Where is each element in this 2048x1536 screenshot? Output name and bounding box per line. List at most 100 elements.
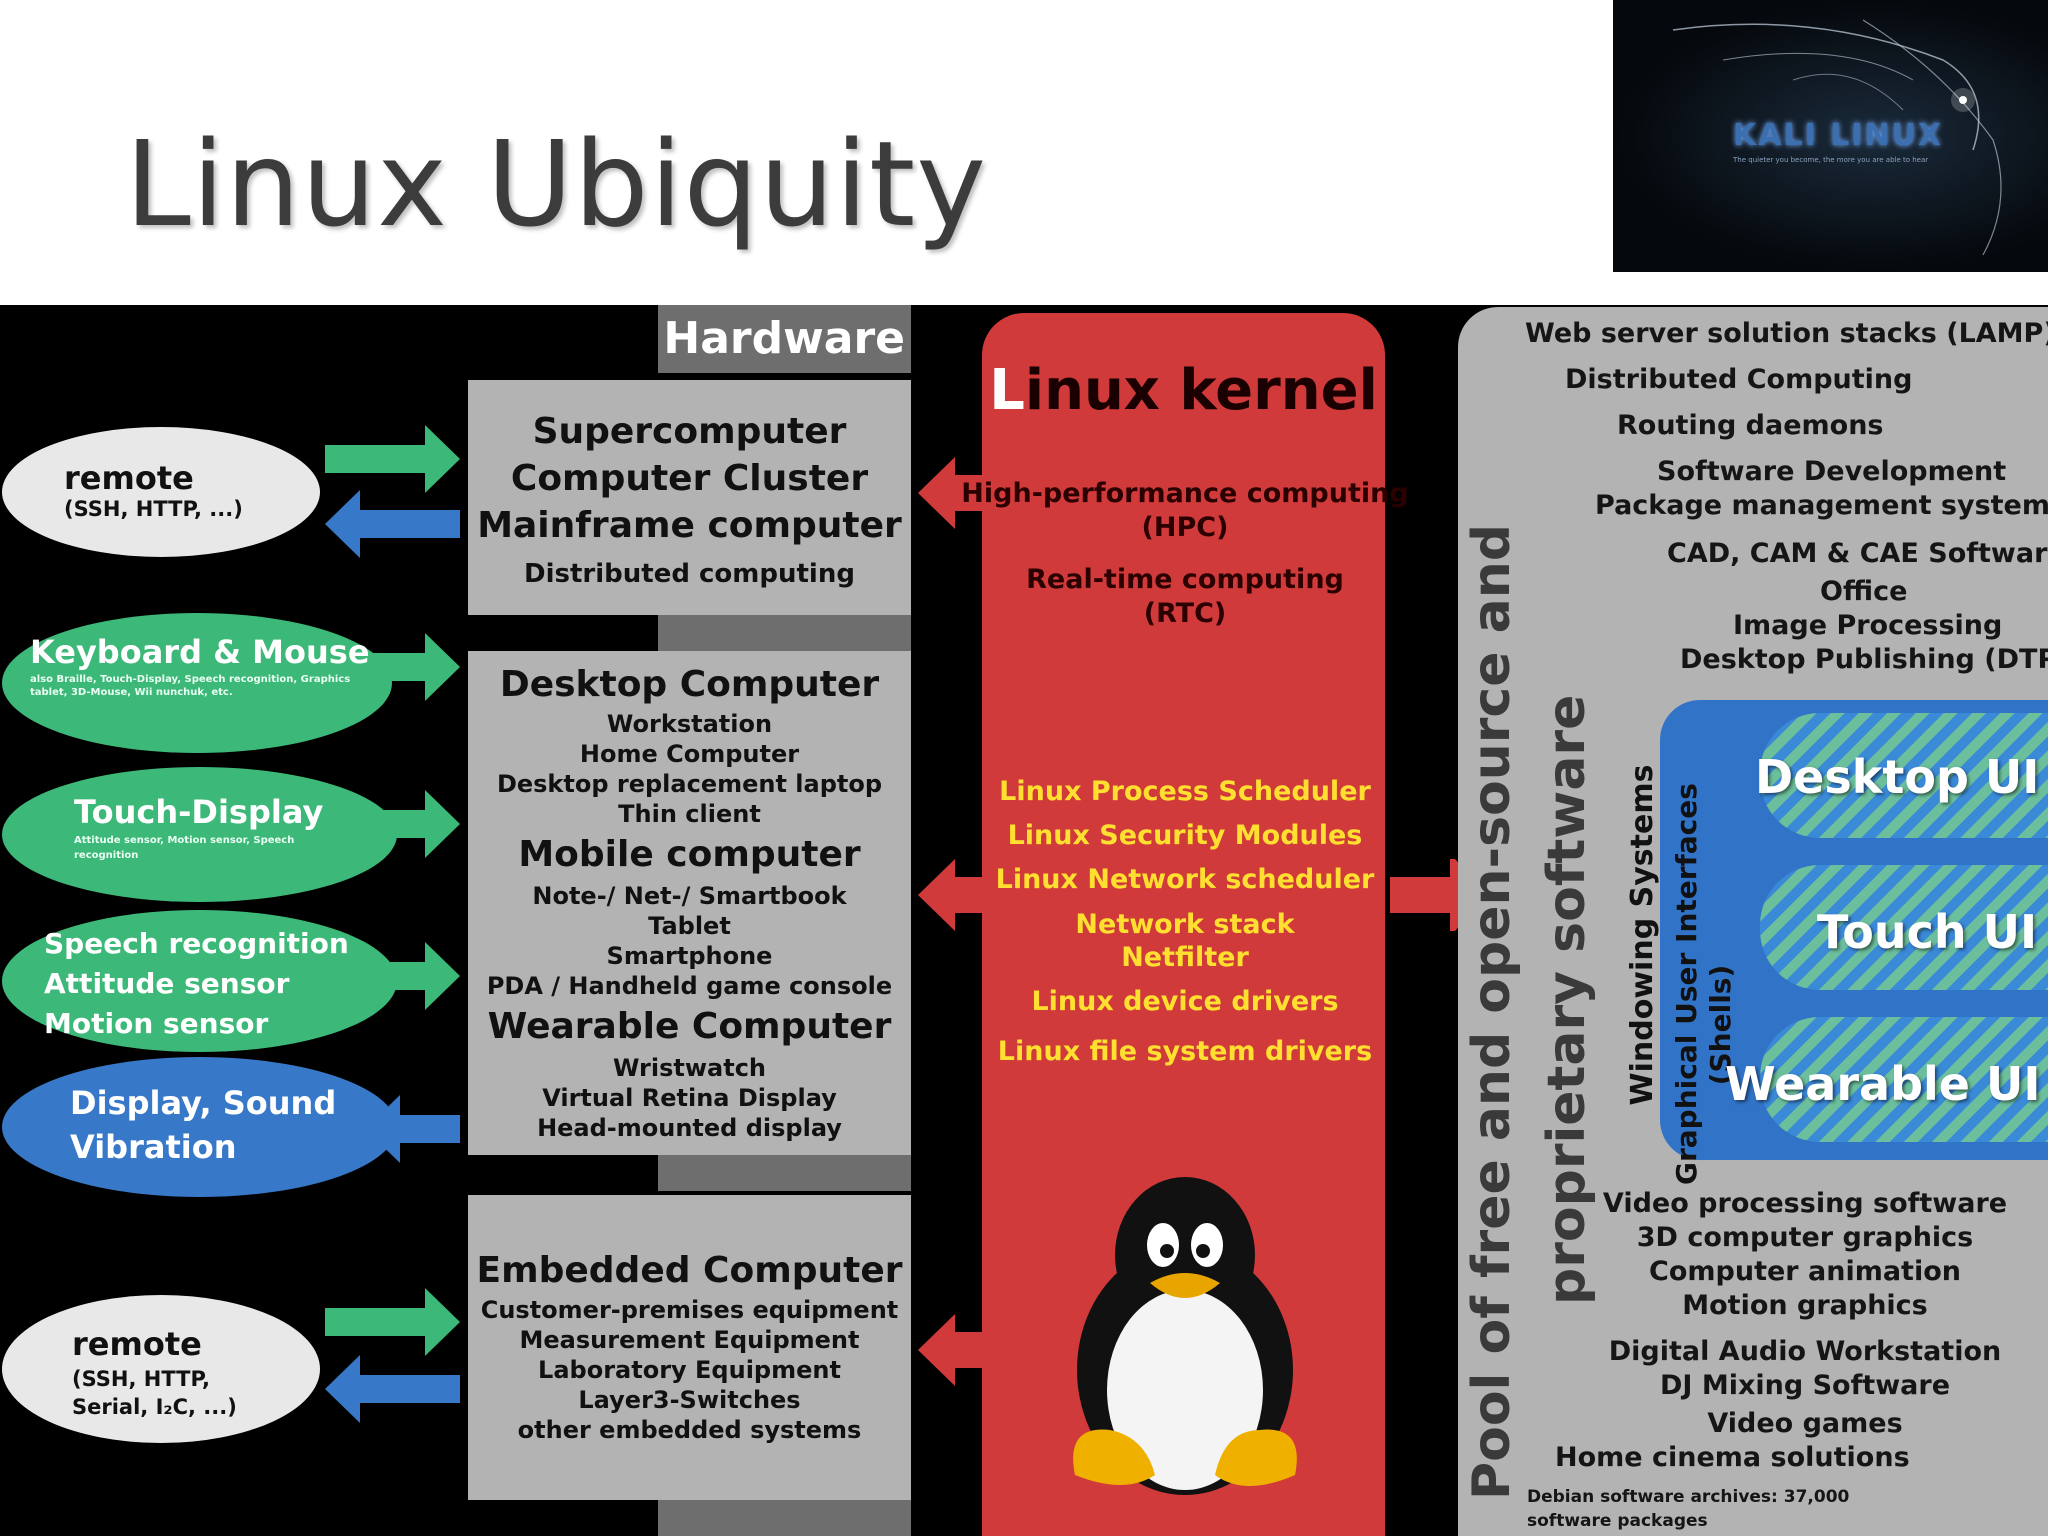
software-item: Distributed Computing bbox=[1565, 364, 1913, 395]
kali-logo-tagline: The quieter you become, the more you are… bbox=[1733, 156, 1929, 164]
software-item: Desktop Publishing (DTP) bbox=[1680, 644, 2048, 675]
software-item: 3D computer graphics bbox=[1636, 1222, 1974, 1253]
remote-subtitle-line: (SSH, HTTP, bbox=[72, 1367, 210, 1391]
remote-subtitle-line: Serial, I₂C, ...) bbox=[72, 1395, 237, 1419]
kernel-title-initial: L bbox=[989, 358, 1025, 423]
debian-footer-line: software packages bbox=[1527, 1511, 1708, 1531]
display-sound-label: Display, Sound bbox=[70, 1084, 337, 1122]
kernel-component: Netfilter bbox=[1121, 942, 1249, 973]
kernel-component: Linux Process Scheduler bbox=[999, 776, 1371, 807]
hw-wearable-item: Head-mounted display bbox=[537, 1114, 842, 1142]
attitude-sensor-label: Attitude sensor bbox=[44, 967, 290, 1000]
hw-desktop-title: Desktop Computer bbox=[499, 664, 880, 705]
hw-desktop-item: Home Computer bbox=[579, 740, 800, 768]
kernel-hpc-label: High-performance computing bbox=[961, 478, 1409, 509]
software-item: Computer animation bbox=[1649, 1256, 1961, 1287]
desktop-ui-label: Desktop UI bbox=[1755, 750, 2040, 804]
touch-ui-shape bbox=[1760, 865, 2048, 990]
kernel-rtc-label: Real-time computing bbox=[1026, 564, 1344, 595]
wearable-ui-label: Wearable UI bbox=[1725, 1057, 2041, 1111]
debian-footer-line: Debian software archives: 37,000 bbox=[1527, 1487, 1850, 1507]
linux-ubiquity-diagram: Hardware Supercomputer Computer Cluster … bbox=[0, 305, 2048, 1536]
software-item: Routing daemons bbox=[1617, 410, 1884, 441]
gui-label: Graphical User Interfaces (Shells) bbox=[1670, 783, 1738, 1185]
touch-display-title: Touch-Display bbox=[74, 793, 324, 831]
software-item: Software Development bbox=[1657, 456, 2007, 487]
hw-embedded-item: Laboratory Equipment bbox=[538, 1356, 841, 1384]
hw-supercomputer: Supercomputer bbox=[532, 411, 847, 452]
hw-embedded-item: Measurement Equipment bbox=[519, 1326, 860, 1354]
windowing-systems-text: Windowing Systems bbox=[1625, 764, 1660, 1106]
software-item: Motion graphics bbox=[1682, 1290, 1928, 1321]
hw-wearable-item: Virtual Retina Display bbox=[542, 1084, 837, 1112]
kernel-component: Linux device drivers bbox=[1031, 986, 1339, 1017]
sensors-list: Speech recognition Attitude sensor Motio… bbox=[44, 924, 349, 1044]
software-item: Video games bbox=[1707, 1408, 1903, 1439]
hw-embedded-title: Embedded Computer bbox=[476, 1250, 903, 1291]
keyboard-mouse-subtitle: also Braille, Touch-Display, Speech reco… bbox=[30, 674, 351, 698]
hw-mobile-item: Tablet bbox=[648, 912, 731, 940]
slide-title: Linux Ubiquity bbox=[125, 115, 988, 253]
wearable-ui-shape bbox=[1760, 1017, 2048, 1142]
touch-display-subtitle: Attitude sensor, Motion sensor, Speech r… bbox=[74, 835, 295, 861]
windowing-systems-label: Windowing Systems bbox=[1625, 735, 1660, 1135]
remote-subtitle-bottom: (SSH, HTTP, Serial, I₂C, ...) bbox=[72, 1365, 237, 1421]
hw-embedded-item: other embedded systems bbox=[517, 1416, 862, 1444]
pool-label-line1: Pool of free and open-source and bbox=[1462, 524, 1522, 1500]
kernel-hpc: High-performance computing (HPC) bbox=[955, 477, 1415, 545]
vibration-label: Vibration bbox=[70, 1128, 237, 1166]
kernel-component: Network stack bbox=[1075, 909, 1295, 940]
software-item: Package management systems bbox=[1595, 490, 2048, 521]
keyboard-mouse-title: Keyboard & Mouse bbox=[30, 633, 370, 671]
software-list-top: Web server solution stacks (LAMP) Distri… bbox=[1525, 317, 2048, 677]
diagram-arrows bbox=[325, 305, 1488, 1536]
kernel-hpc-abbr: (HPC) bbox=[1141, 512, 1229, 543]
hw-embedded-item: Customer-premises equipment bbox=[480, 1296, 899, 1324]
kernel-title-rest: inux kernel bbox=[1024, 358, 1378, 423]
gui-label-line1: Graphical User Interfaces bbox=[1670, 783, 1703, 1185]
gui-label-line2: (Shells) bbox=[1704, 964, 1737, 1086]
display-sound-list: Display, Sound Vibration bbox=[70, 1081, 336, 1169]
kali-dragon-icon bbox=[1672, 19, 2002, 256]
software-item: Video processing software bbox=[1602, 1188, 2008, 1219]
software-item: Web server solution stacks (LAMP) bbox=[1525, 318, 2048, 349]
remote-access-ellipse-top: remote (SSH, HTTP, ...) bbox=[2, 427, 320, 557]
kernel-components: Linux Process Scheduler Linux Security M… bbox=[980, 770, 1390, 1074]
hw-mobile-item: Smartphone bbox=[606, 942, 773, 970]
hw-mobile-item: Note-/ Net-/ Smartbook bbox=[532, 882, 847, 910]
hardware-header: Hardware bbox=[663, 313, 905, 364]
kernel-component: Linux Network scheduler bbox=[995, 864, 1375, 895]
hw-desktop-item: Desktop replacement laptop bbox=[496, 770, 883, 798]
software-item: Image Processing bbox=[1733, 610, 2003, 641]
tux-penguin-icon bbox=[1073, 1177, 1297, 1495]
desktop-ui-shape bbox=[1760, 713, 2048, 838]
touch-display-ellipse: Touch-Display Attitude sensor, Motion se… bbox=[2, 767, 397, 902]
software-item: DJ Mixing Software bbox=[1659, 1370, 1951, 1401]
speech-recognition-label: Speech recognition bbox=[44, 927, 349, 960]
software-list-bottom: Video processing software 3D computer gr… bbox=[1555, 1187, 2040, 1475]
kernel-title: Linux kernel bbox=[982, 358, 1385, 423]
hardware-box-large-systems: Supercomputer Computer Cluster Mainframe… bbox=[468, 380, 911, 615]
software-item: CAD, CAM & CAE Software bbox=[1667, 538, 2048, 569]
touch-ui-label: Touch UI bbox=[1817, 905, 2038, 959]
kernel-rtc-abbr: (RTC) bbox=[1143, 598, 1227, 629]
remote-title-bottom: remote bbox=[72, 1325, 202, 1363]
hw-wearable-title: Wearable Computer bbox=[487, 1006, 892, 1047]
display-sound-ellipse: Display, Sound Vibration bbox=[2, 1057, 397, 1197]
keyboard-mouse-ellipse: Keyboard & Mouse also Braille, Touch-Dis… bbox=[2, 613, 392, 753]
kernel-rtc: Real-time computing (RTC) bbox=[955, 563, 1415, 631]
software-item: Home cinema solutions bbox=[1555, 1442, 1910, 1473]
software-item: Digital Audio Workstation bbox=[1608, 1336, 2002, 1367]
debian-footer: Debian software archives: 37,000 softwar… bbox=[1527, 1485, 1849, 1533]
kernel-component: Linux Security Modules bbox=[1007, 820, 1363, 851]
hardware-box-embedded: Embedded Computer Customer-premises equi… bbox=[468, 1195, 911, 1500]
hw-desktop-item: Thin client bbox=[618, 800, 761, 828]
hw-embedded-item: Layer3-Switches bbox=[578, 1386, 801, 1414]
kernel-component: Linux file system drivers bbox=[997, 1036, 1373, 1067]
hardware-box-personal: Desktop Computer Workstation Home Comput… bbox=[468, 651, 911, 1155]
remote-title: remote bbox=[64, 459, 194, 497]
hw-mainframe: Mainframe computer bbox=[477, 505, 902, 546]
kali-logo-text: KALI LINUX bbox=[1733, 118, 1944, 153]
sensors-ellipse: Speech recognition Attitude sensor Motio… bbox=[2, 910, 397, 1052]
hw-desktop-item: Workstation bbox=[606, 710, 773, 738]
